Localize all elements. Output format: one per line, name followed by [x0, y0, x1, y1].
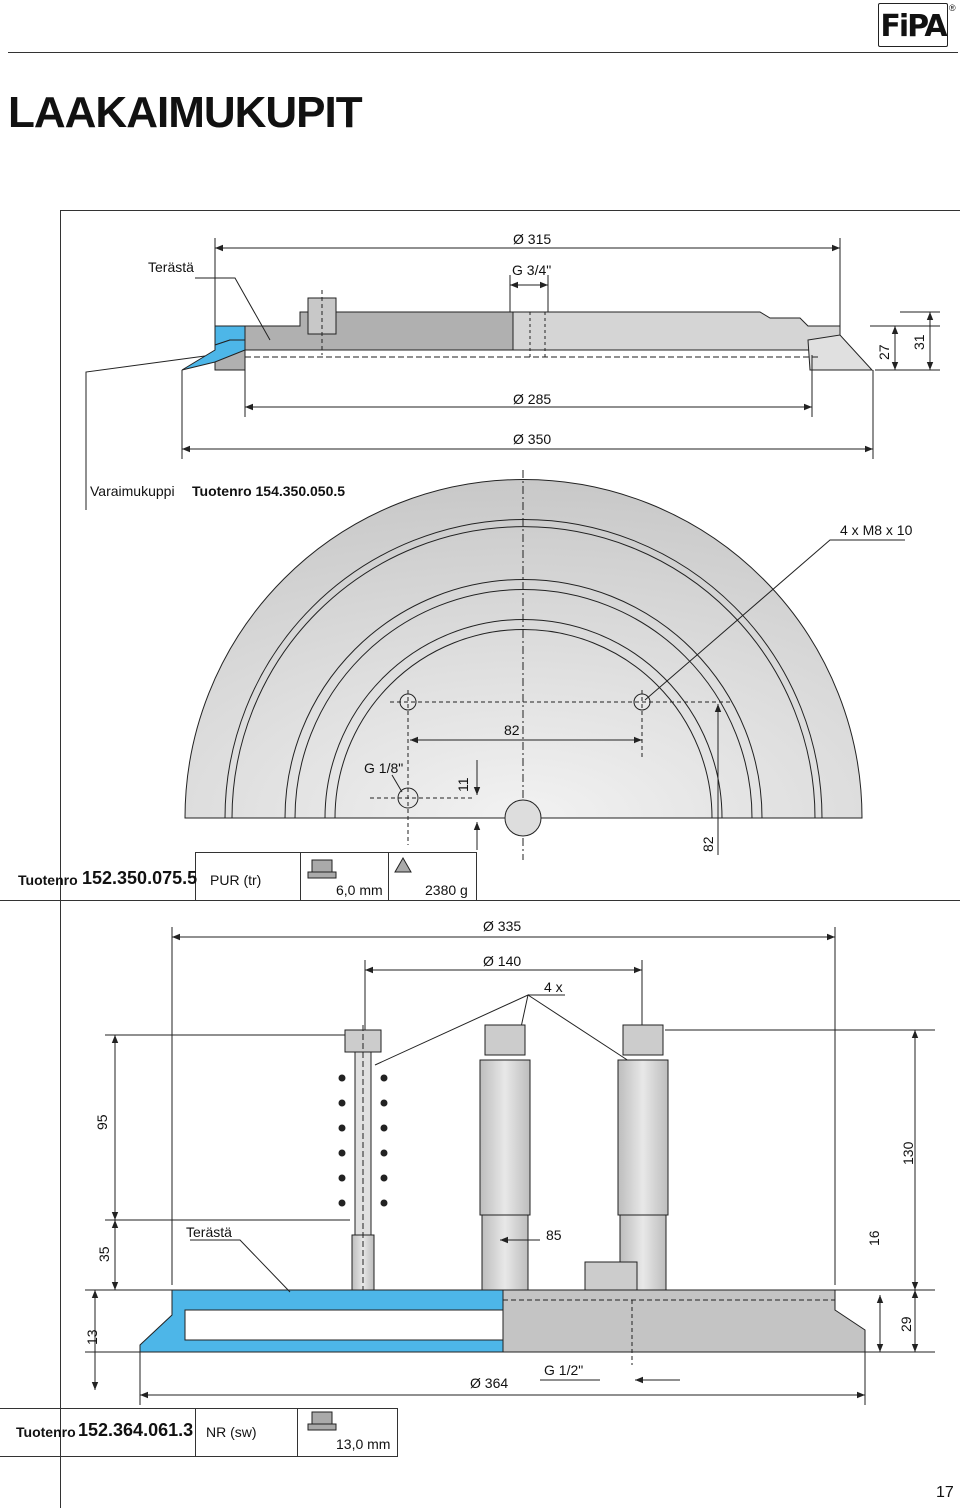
registered-mark: ® — [949, 3, 956, 13]
dim-h31: 31 — [911, 334, 927, 350]
header-rule — [8, 52, 958, 53]
dim-d335: Ø 335 — [483, 918, 522, 934]
stroke-icon-1 — [307, 859, 337, 879]
section1-profile — [85, 238, 940, 510]
dim-82h: 82 — [504, 722, 520, 738]
spec-row-1-div-b — [300, 852, 301, 900]
dim-d285: Ø 285 — [513, 391, 552, 407]
spare-product: Tuotenro 154.350.050.5 — [192, 483, 346, 499]
product-label-1: Tuotenro — [18, 872, 78, 888]
spec-row-2-bottom — [0, 1456, 398, 1457]
spec-row-1-top — [195, 852, 477, 853]
stroke-icon-2 — [307, 1411, 337, 1431]
dim-h29: 29 — [898, 1316, 914, 1332]
drawing-frame — [60, 210, 960, 1508]
spec-row-1-bottom — [0, 900, 960, 901]
spec-row-2-div-a — [195, 1408, 196, 1456]
product-number-1: 152.350.075.5 — [82, 868, 198, 888]
weight-1: 2380 g — [425, 882, 468, 898]
dim-h130: 130 — [900, 1141, 916, 1165]
page-title: LAAKAIMUKUPIT — [8, 88, 363, 137]
dim-h13: 13 — [84, 1329, 100, 1345]
product-number-2: 152.364.061.3 — [78, 1420, 194, 1440]
material-label-2: Terästä — [186, 1224, 232, 1240]
weight-icon — [394, 856, 412, 873]
logo-text: FiPA — [880, 9, 947, 44]
section1-top-view — [184, 470, 905, 860]
page-number: 17 — [936, 1484, 954, 1501]
dim-d364: Ø 364 — [470, 1375, 509, 1391]
dim-d350: Ø 350 — [513, 431, 552, 447]
dim-h35: 35 — [96, 1246, 112, 1262]
dim-h16: 16 — [866, 1230, 882, 1246]
dim-85: 85 — [546, 1227, 562, 1243]
spec-row-1-div-a — [195, 852, 196, 900]
dim-d315: Ø 315 — [513, 231, 552, 247]
dim-11: 11 — [455, 777, 471, 792]
material-2: NR (sw) — [206, 1424, 257, 1440]
spec-row-2-div-c — [397, 1408, 398, 1456]
holes-label: 4 x M8 x 10 — [840, 522, 913, 538]
stroke-1: 6,0 mm — [336, 882, 383, 898]
dim-82v: 82 — [700, 836, 716, 852]
section2-profile — [85, 927, 935, 1405]
dim-d140: Ø 140 — [483, 953, 522, 969]
spring-left — [338, 1074, 388, 1207]
product-label-2: Tuotenro — [16, 1424, 76, 1440]
stroke-2: 13,0 mm — [336, 1436, 391, 1452]
spec-row-1-div-d — [476, 852, 477, 900]
spec-row-2-top — [0, 1408, 398, 1409]
dim-g34: G 3/4" — [512, 262, 552, 278]
spec-row-1-div-c — [388, 852, 389, 900]
dim-g12: G 1/2" — [544, 1362, 584, 1378]
dim-h27: 27 — [876, 344, 892, 360]
spare-label: Varaimukuppi — [90, 483, 175, 499]
dim-h95: 95 — [94, 1114, 110, 1130]
dim-g18: G 1/8" — [364, 760, 404, 776]
material-label-1: Terästä — [148, 259, 194, 275]
material-1: PUR (tr) — [210, 872, 262, 888]
dim-4x: 4 x — [544, 979, 563, 995]
spec-row-2-div-b — [297, 1408, 298, 1456]
fipa-logo: FiPA — [878, 3, 948, 47]
